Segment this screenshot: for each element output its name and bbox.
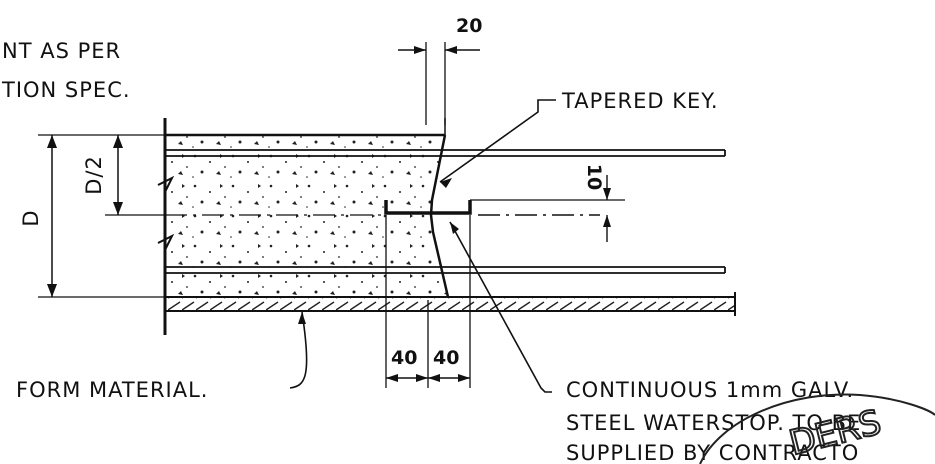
- top-width-dimension-label: 20: [456, 15, 482, 37]
- offset-dimension-label: 10: [583, 164, 605, 190]
- waterstop-label-line-1: CONTINUOUS 1mm GALV.: [566, 378, 854, 402]
- note-line-1: NT AS PER: [2, 39, 121, 63]
- left-width-dimension-label: 40: [391, 347, 417, 369]
- tapered-key-label: TAPERED KEY.: [561, 89, 719, 113]
- right-width-dimension-label: 40: [433, 347, 459, 369]
- depth-dimension: [38, 134, 165, 298]
- depth-dimension-label: D: [19, 209, 43, 226]
- note-line-2: TION SPEC.: [1, 78, 131, 102]
- half-depth-dimension-label: D/2: [82, 155, 106, 195]
- half-depth-dimension: [105, 135, 165, 216]
- bottom-width-dimension: [385, 215, 471, 388]
- bottom-reinforcement-bar: [165, 266, 726, 274]
- tapered-key-leader: [439, 99, 556, 188]
- form-material-label: FORM MATERIAL.: [16, 378, 208, 402]
- form-material-leader: [289, 311, 308, 389]
- waterstop: [384, 200, 472, 215]
- form-material: [164, 292, 736, 316]
- waterstop-leader: [449, 221, 552, 393]
- waterstop-label-line-3: SUPPLIED BY CONTRACTO: [566, 441, 859, 464]
- top-width-dimension: [398, 42, 480, 125]
- waterstop-label-line-2: STEEL WATERSTOP. TO BE: [566, 411, 861, 435]
- offset-dimension: [470, 175, 625, 242]
- top-reinforcement-bar: [165, 149, 726, 157]
